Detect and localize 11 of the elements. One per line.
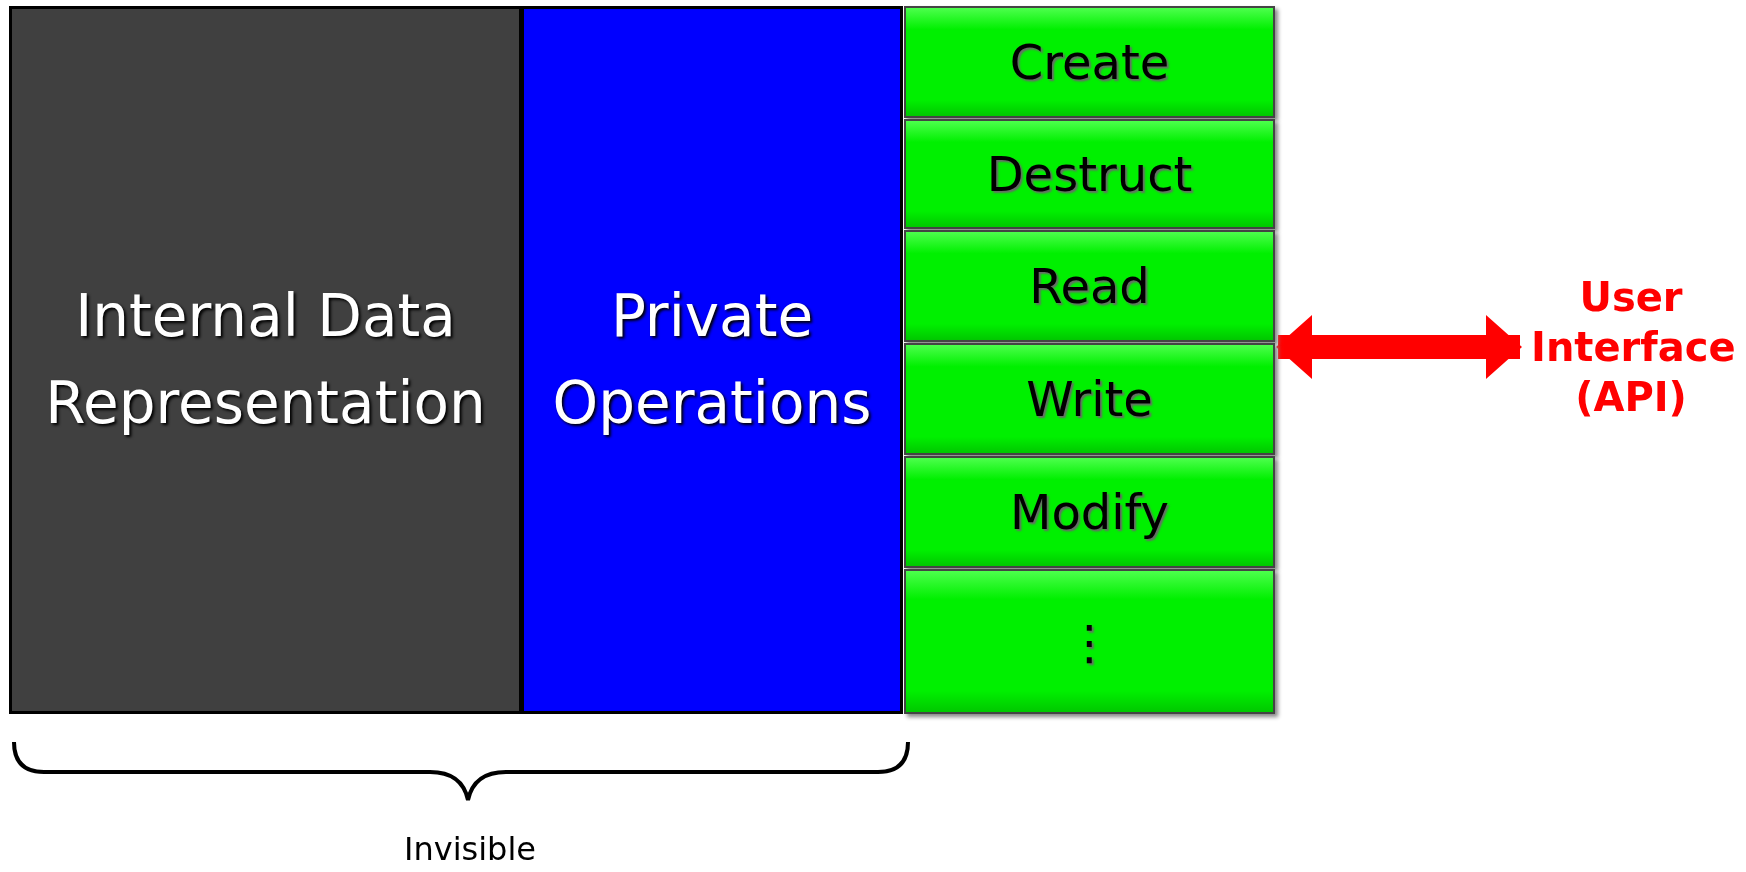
interface-label: User Interface (API) [1522, 262, 1740, 432]
operation-box: Create [904, 6, 1275, 118]
operation-box: Destruct [904, 119, 1275, 229]
operation-box: Read [904, 230, 1275, 342]
operation-box: Modify [904, 456, 1275, 568]
brace-label: Invisible [403, 830, 537, 868]
operation-box: ⋮ [904, 569, 1275, 714]
operation-box: Write [904, 343, 1275, 455]
operations-block: Private Operations [521, 6, 903, 714]
double-arrow [1276, 315, 1522, 379]
data-block: Internal Data Representation [9, 6, 522, 714]
